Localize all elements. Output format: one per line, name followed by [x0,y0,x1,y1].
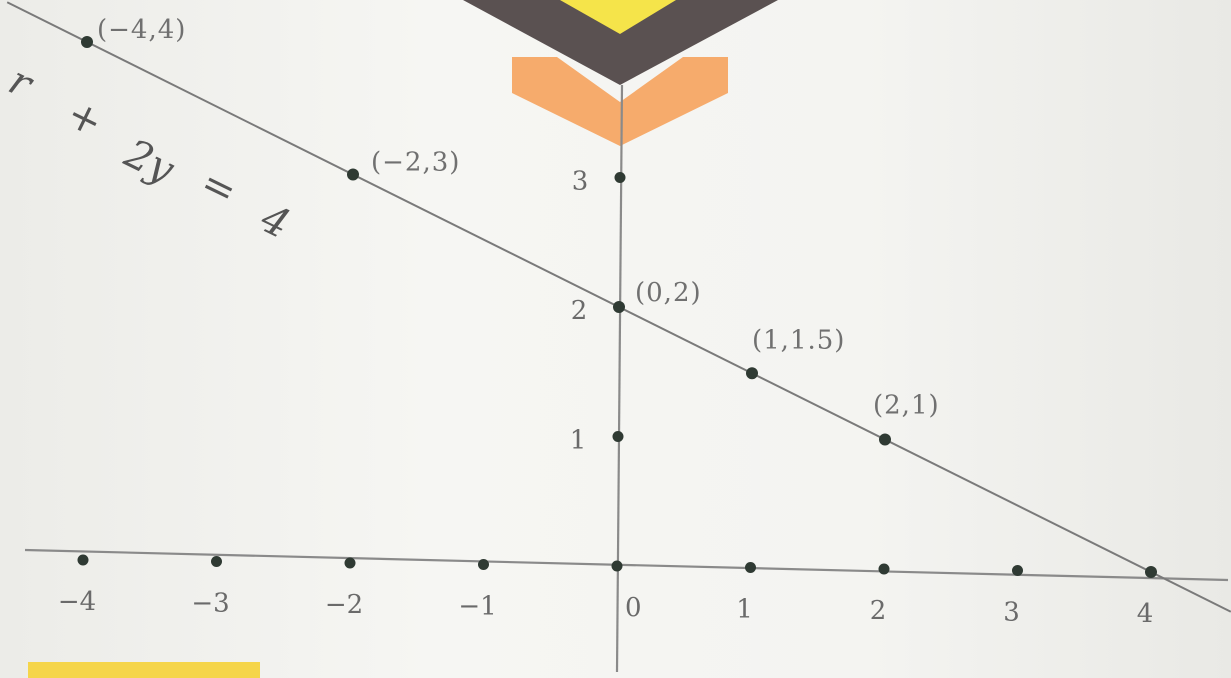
x-tick-dot [211,556,222,567]
y-tick-dot [614,172,626,183]
bottom-bar-decoration [28,662,260,678]
x-axis [24,548,1229,582]
x-tick-label: −4 [58,587,96,617]
x-tick-dot [344,557,356,569]
data-point [613,301,625,313]
x-tick-dot [878,563,890,575]
x-tick-label: −2 [325,590,363,620]
x-tick-dot [611,560,623,572]
x-tick-label: 3 [1003,598,1020,628]
top-diamond-inner-decoration [560,0,676,34]
equation-label-part: 4 [253,195,297,248]
data-point-label: (2,1) [873,391,940,421]
data-point [81,36,93,48]
top-diamond-decoration [463,0,778,85]
x-tick-label: 0 [625,593,642,623]
x-tick-label: −3 [191,589,229,619]
orange-chevron-decoration [512,57,728,146]
x-tick-dot [1012,565,1023,576]
data-point [347,168,359,181]
x-tick-label: 1 [736,595,753,625]
x-tick-label: 4 [1137,599,1154,629]
data-point [1145,566,1157,578]
equation-label-part: + [60,91,110,147]
equation-label-part: r [2,58,42,109]
x-tick-label: −1 [458,592,496,622]
x-tick-dot [745,562,756,573]
x-tick-dot [478,559,489,570]
data-point [746,367,758,380]
data-point-label: (0,2) [635,278,702,308]
data-point-label: (−2,3) [371,148,460,178]
data-point [879,433,891,446]
equation-label-part: = [194,160,244,216]
x-tick-label: 2 [870,596,887,626]
data-point-label: (1,1.5) [752,325,845,355]
y-tick-dot [612,431,624,442]
data-point-label: (−4,4) [97,15,186,45]
y-tick-label: 2 [571,296,588,326]
y-tick-label: 3 [572,167,589,197]
x-tick-dot [77,554,89,566]
y-tick-label: 1 [570,426,587,456]
equation-label-part: 2y [117,130,183,193]
